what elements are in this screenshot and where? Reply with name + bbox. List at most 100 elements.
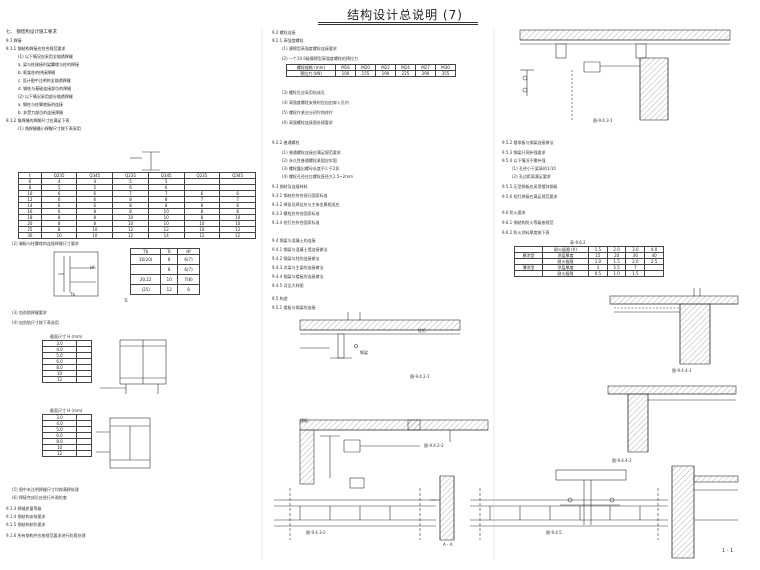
note-line: c. 设计图中注明的全熔透焊缝 [18,78,71,83]
dimension-label: Tc [124,298,128,303]
note-line: (2) 永久性普通螺栓紧固应牢固 [282,158,337,163]
table-cell [644,270,664,277]
end-plate-sketch [53,251,99,297]
section-aa [430,475,455,541]
note-line: (2) 一个10.9级摩擦型高强度螺栓的预拉力 [282,56,358,61]
note-line: 9.1.1 钢结构焊接应符合规范要求 [6,46,66,51]
table-cell: 8 [177,284,200,295]
note-line: 9.2.1 高强度螺栓 [272,38,304,43]
note-line: 9.3.4 栓钉应符合国家标准 [272,220,320,225]
note-line: 9.3.3 螺栓应符合国家标准 [272,211,320,216]
note-line: (6) 高强螺栓连接面处理要求 [282,120,333,125]
table-caption: 截面尺寸 H (mm) [50,408,83,413]
page-title: 结构设计总说明 (7) [347,8,463,22]
note-line: (5) 螺栓拧紧应分初拧和终拧 [282,110,333,115]
note-line: (2) 以下情况采用部分熔透焊缝 [18,94,73,99]
table-cell: 12 [41,376,78,383]
wall-section-detail [671,465,739,559]
note-line: (4) 高强度螺栓安装时应自由穿入孔内 [282,100,349,105]
note-line: 9.1.3 焊缝质量等级 [6,506,42,511]
note-line: (6) 焊接完成后应进行外观检查 [12,495,67,500]
figure-label: 图-9.4.5 [546,530,562,535]
note-line: 9.2 螺栓连接 [272,30,296,35]
beam-wall-detail-3 [607,385,737,453]
beam-elevation [274,477,436,540]
note-line: 9.4.3 次梁与主梁的连接做法 [272,265,324,270]
note-line: (3) 加劲肋焊缝要求 [12,310,47,315]
corner-detail [299,419,421,485]
note-line: 9.1.4 钢结构安装要求 [6,514,46,519]
note-line: 9.5.3 钢梁开洞补强要求 [502,150,546,155]
table-cell [76,376,92,383]
note-line: 9.1 焊接 [6,38,22,43]
composite-beam-detail [299,312,461,359]
note-line: (1) 以下情况应采用全熔透焊缝 [18,54,73,59]
stiffener-table-b: 3.0 4.0 5.0 6.0 8.0 10 12 [41,414,92,457]
table-row: 12 [41,376,92,383]
note-line: 9.3.2 焊条及焊丝应与主体金属相适应 [272,202,340,207]
col1-notes: 七、 钢结构设计施工要求 9.1 焊接 9.1.1 钢结构焊接应符合规范要求 (… [6,30,81,134]
note-line: 9.1.2 角焊缝的焊脚尺寸应满足下表 [6,118,70,123]
title-underline-2 [318,24,478,25]
figure-label: 图-9.4.2-1 [410,374,430,379]
section-label: 1 - 1 [722,548,734,554]
table-caption: 表-9.6.2 [570,240,586,245]
table-cell [76,450,92,457]
note-line: 9.1.5 钢结构制作要求 [6,522,46,527]
note-line: (1) 角焊缝最小焊脚尺寸按下表采用 [18,126,81,131]
table-cell: 耐火极限 [541,270,590,277]
figure-label: 图-9.4.3-1 [593,118,613,123]
note-line: 9.6.2 防火涂料厚度按下表 [502,230,550,235]
beam-wall-detail-1 [519,29,731,121]
note-line: (2) 孔边距离满足要求 [512,174,551,179]
note-line: a. 梁与柱刚接时梁翼缘与柱的焊接 [18,62,79,67]
note-line: (1) 摩擦型高强度螺栓连接要求 [282,46,337,51]
table-row: 螺栓规格 (mm) M16 M20 M22 M24 M27 M30 [286,64,457,71]
table-caption: 截面尺寸 H (mm) [50,334,83,339]
note-line: (1) 普通螺栓连接应满足规范要求 [282,150,341,155]
note-line: 9.5.6 栓钉焊接应满足规范要求 [502,194,558,199]
table-cell: 12 [219,232,256,239]
note-line: (3) 螺栓露出螺母长度不少于2扣 [282,166,340,171]
figure-label: 图-9.4.3-2 [306,530,326,535]
dimension-label: Hf [90,265,95,270]
note-line: a. 钢柱与柱脚底板的连接 [18,102,63,107]
table-cell: 12 [41,450,78,457]
bolt-pretension-table: 螺栓规格 (mm) M16 M20 M22 M24 M27 M30 预拉力 (k… [286,64,457,77]
note-line: d. 钢柱与基础连接部位的焊缝 [18,86,72,91]
stiffener-detail-1 [100,339,167,394]
figure-label: 图-9.4.4-2 [612,458,632,463]
note-line: (2) 端板与柱翼缘的连接焊缝尺寸要求 [12,241,79,246]
note-line: 9.4.2 钢梁与柱的连接做法 [272,256,320,261]
note-line: 9.1.6 所有钢构件应按规范要求进行防腐处理 [6,533,86,538]
title-underline [318,22,478,23]
note-line: 9.4.1 钢梁与混凝土墙连接做法 [272,247,328,252]
slab-support-detail [407,419,489,442]
table-row: 12 [41,450,92,457]
i-section-sketch [130,151,160,171]
callout-label: 钢梁 [360,350,368,355]
section-label: A - A [443,542,453,547]
note-line: b. 框架柱的拼接焊缝 [18,70,56,75]
note-line: 9.6.1 钢结构防火等级按规范 [502,220,554,225]
dimension-label: Tb [70,292,75,297]
composite-elevation-2 [470,488,668,540]
note-line: 9.4.4 钢梁与楼板的连接做法 [272,274,324,279]
beam-wall-detail-2 [609,288,739,365]
figure-label: 图-9.4.2-2 [424,443,444,448]
note-line: 9.3.1 钢材应符合现行国家标准 [272,193,328,198]
small-bolt-detail [555,469,627,525]
note-line: 9.3 钢材及连接材料 [272,184,308,189]
note-line: 9.5.2 楼承板与钢梁连接做法 [502,140,554,145]
note-line: (4) 螺栓孔径应比螺栓直径大1.5~2mm [282,174,353,179]
